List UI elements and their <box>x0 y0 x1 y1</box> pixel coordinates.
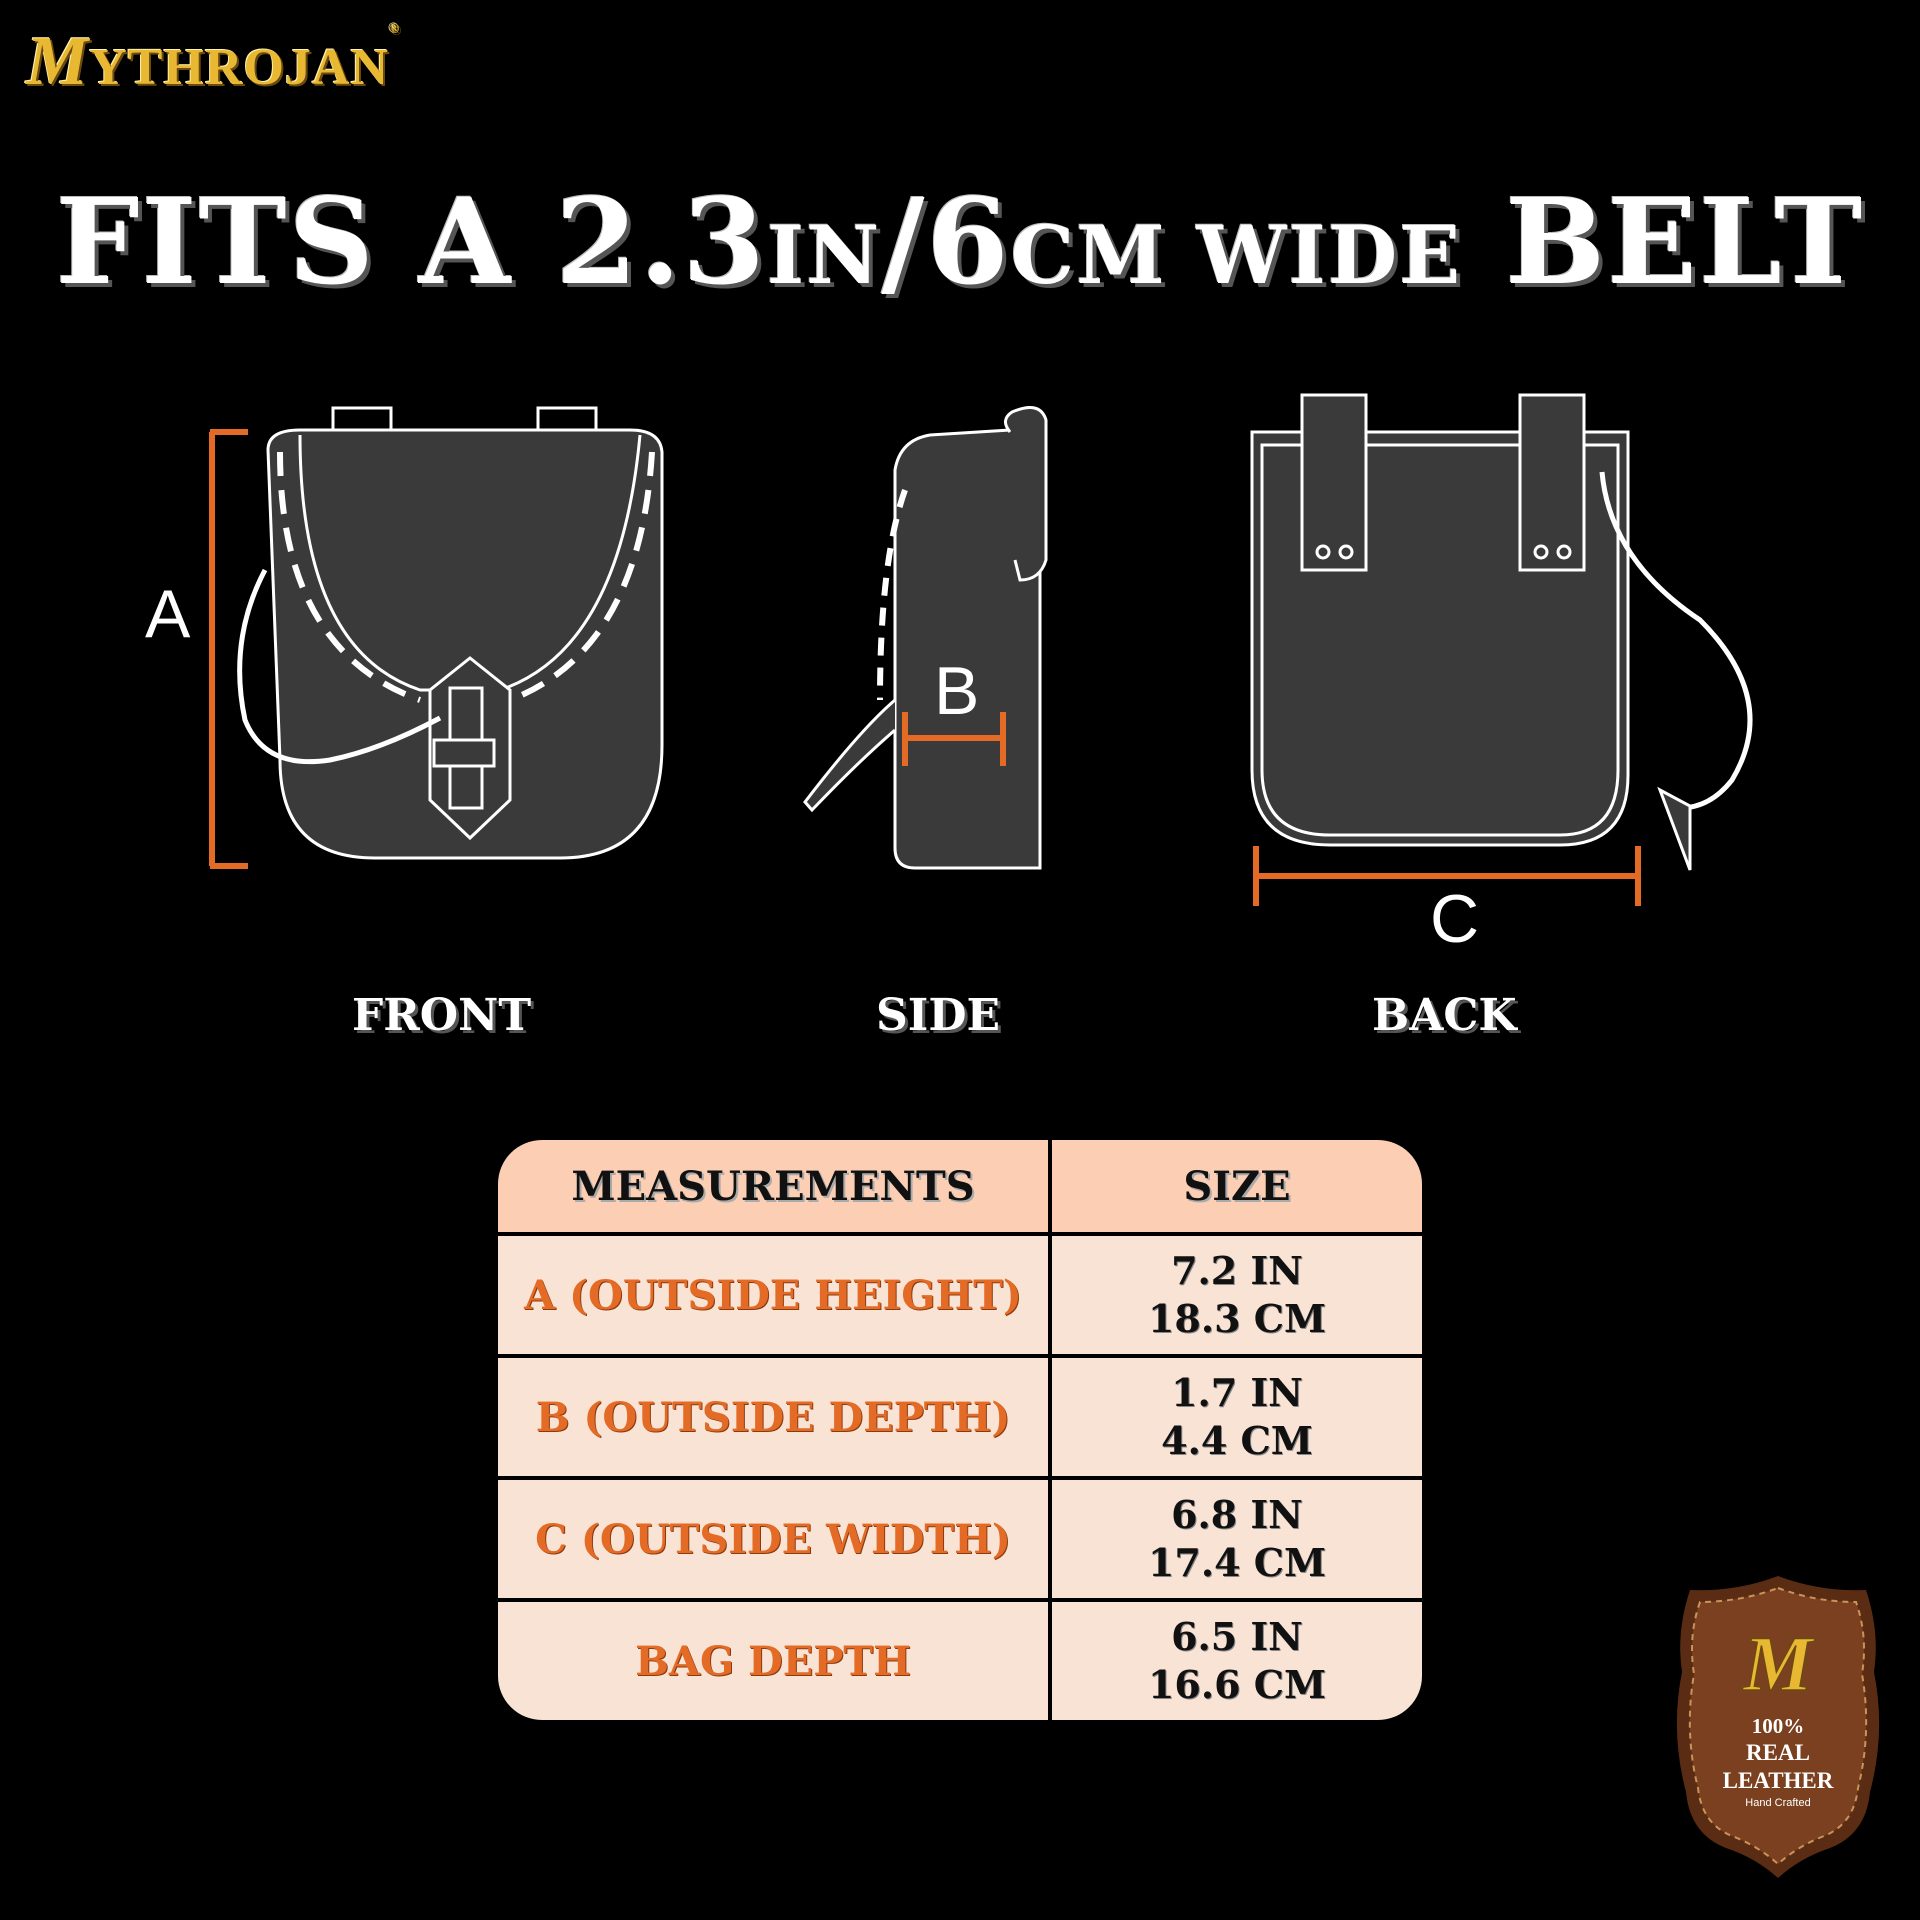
brand-logo: MYTHROJAN ® <box>26 22 401 102</box>
front-view-drawing <box>237 406 664 860</box>
badge-monogram: M <box>1741 1620 1815 1707</box>
measurement-name: B (OUTSIDE DEPTH) <box>498 1354 1048 1476</box>
view-label-back: BACK <box>1372 990 1517 1041</box>
dimension-b-line <box>902 712 1006 766</box>
page-title: FITS A 2.3IN/6CM WIDE BELT <box>0 172 1920 311</box>
title-part1: FITS A 2.3 <box>55 172 767 311</box>
registered-mark: ® <box>389 22 401 37</box>
value-cm: 18.3 CM <box>1147 1296 1327 1341</box>
measurement-name: C (OUTSIDE WIDTH) <box>498 1476 1048 1598</box>
value-in: 7.2 IN <box>1171 1248 1303 1293</box>
header-measurements: MEASUREMENTS <box>498 1140 1048 1232</box>
logo-initial: M <box>26 23 90 100</box>
dimension-label-b: B <box>934 653 980 729</box>
dimension-label-c: C <box>1430 881 1480 957</box>
real-leather-badge-icon: M <box>1676 1576 1880 1878</box>
measurements-table: MEASUREMENTS SIZE A (OUTSIDE HEIGHT) 7.2… <box>498 1140 1422 1720</box>
measurement-name: BAG DEPTH <box>498 1598 1048 1720</box>
badge-line1: 100% <box>1751 1714 1805 1738</box>
badge-line2: REAL <box>1746 1740 1810 1765</box>
title-sep: /6 <box>881 172 1011 311</box>
value-in: 6.5 IN <box>1171 1614 1303 1659</box>
title-unit-in: IN <box>766 208 882 302</box>
value-cm: 4.4 CM <box>1161 1418 1313 1463</box>
dimension-label-a: A <box>145 576 191 652</box>
back-view-drawing <box>1250 393 1753 871</box>
value-in: 6.8 IN <box>1171 1492 1303 1537</box>
table-header-row: MEASUREMENTS SIZE <box>498 1140 1422 1232</box>
title-unit-cm: CM WIDE <box>1010 208 1463 302</box>
dimension-c-line <box>1253 846 1641 906</box>
value-in: 1.7 IN <box>1171 1370 1303 1415</box>
badge-line3: LEATHER <box>1722 1768 1834 1793</box>
value-cm: 17.4 CM <box>1147 1540 1327 1585</box>
side-view-drawing <box>803 406 1048 870</box>
view-label-side: SIDE <box>876 990 1001 1041</box>
badge-line4: Hand Crafted <box>1745 1797 1811 1809</box>
logo-wordmark: YTHROJAN <box>89 39 390 96</box>
dimension-a-line <box>209 429 248 869</box>
view-label-front: FRONT <box>352 990 532 1041</box>
header-size: SIZE <box>1048 1140 1422 1232</box>
title-part2: BELT <box>1462 172 1865 311</box>
bag-diagram <box>209 393 1753 906</box>
value-cm: 16.6 CM <box>1147 1662 1327 1707</box>
measurement-name: A (OUTSIDE HEIGHT) <box>498 1232 1048 1354</box>
